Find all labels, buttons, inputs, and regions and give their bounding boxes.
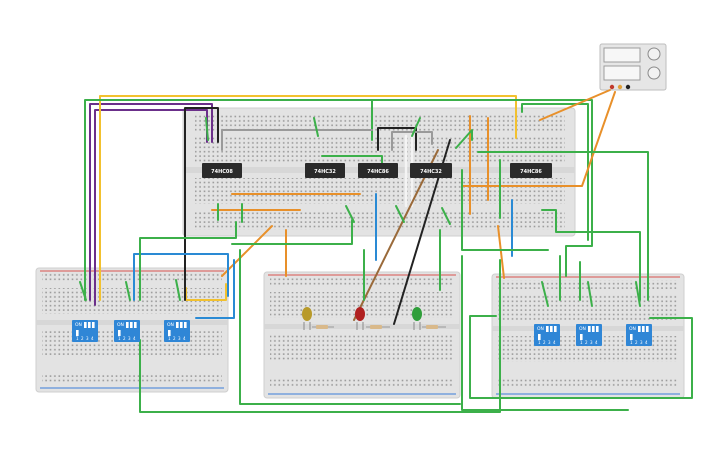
- wire-green: [521, 103, 589, 241]
- dip-switch-5[interactable]: ON 1 2 3 4: [576, 324, 602, 346]
- dip-number: 2: [585, 340, 588, 345]
- power-terminal-positive[interactable]: [609, 84, 615, 90]
- dip-number: 3: [548, 340, 551, 345]
- led-red[interactable]: [355, 307, 365, 330]
- dip-switch-2[interactable]: ON 1 2 3 4: [114, 320, 140, 342]
- wire-orange: [497, 225, 505, 279]
- dip-switch-6[interactable]: ON 1 2 3 4: [626, 324, 652, 346]
- dip-number: 3: [128, 336, 131, 341]
- wire-green: [395, 205, 405, 223]
- wire-green: [441, 207, 451, 225]
- chip-label: 74HC32: [314, 169, 336, 175]
- dip-number: 1: [630, 340, 633, 345]
- chip-3[interactable]: 74HC86: [358, 163, 398, 178]
- dip-number: 2: [543, 340, 546, 345]
- wire-yellow: [99, 95, 517, 301]
- wire-green: [345, 205, 355, 223]
- dip-number: 1: [118, 336, 121, 341]
- dip-number: 4: [595, 340, 598, 345]
- wire-green: [139, 259, 501, 413]
- wire-green: [139, 221, 237, 301]
- dip-number: 1: [168, 336, 171, 341]
- resistor: [312, 325, 334, 329]
- dip-on-label: ON: [537, 326, 544, 332]
- power-terminal-mid[interactable]: [617, 84, 623, 90]
- wire-gray: [221, 129, 373, 151]
- wire-green: [84, 99, 373, 301]
- dip-switch-3[interactable]: ON 1 2 3 4: [164, 320, 190, 342]
- wire-blue: [195, 259, 235, 319]
- wire-brown: [353, 149, 439, 321]
- wire-green: [455, 129, 473, 149]
- dip-number: 2: [635, 340, 638, 345]
- wire-green: [461, 255, 629, 411]
- led-green[interactable]: [412, 307, 422, 330]
- wire-green: [541, 209, 641, 301]
- dip-number: 3: [86, 336, 89, 341]
- wire-green: [239, 249, 461, 405]
- dip-number: 1: [580, 340, 583, 345]
- dip-on-label: ON: [75, 322, 82, 328]
- power-supply: [599, 43, 667, 91]
- dip-number: 2: [123, 336, 126, 341]
- dip-on-label: ON: [167, 322, 174, 328]
- power-terminal-ground[interactable]: [625, 84, 631, 90]
- dip-number: 2: [173, 336, 176, 341]
- dip-on-label: ON: [579, 326, 586, 332]
- dip-on-label: ON: [629, 326, 636, 332]
- wire-green: [371, 99, 593, 277]
- wire-green: [205, 117, 209, 141]
- dip-switch-1[interactable]: ON 1 2 3 4: [72, 320, 98, 342]
- dip-number: 3: [590, 340, 593, 345]
- chip-4[interactable]: 74HC32: [410, 163, 452, 178]
- wire-orange: [461, 91, 616, 187]
- dip-number: 1: [76, 336, 79, 341]
- wire-gray: [391, 131, 433, 151]
- wire-blue: [133, 253, 229, 301]
- wire-green: [175, 279, 181, 301]
- resistor: [366, 325, 390, 329]
- wire-green: [541, 281, 549, 307]
- dip-number: 4: [553, 340, 556, 345]
- wire-purple: [89, 103, 213, 301]
- wire-green: [125, 281, 131, 301]
- wire-green: [79, 281, 87, 301]
- wire-orange: [539, 89, 611, 121]
- wire-green: [411, 117, 421, 137]
- dip-number: 2: [81, 336, 84, 341]
- chip-label: 74HC86: [367, 169, 389, 175]
- chip-5[interactable]: 74HC86: [510, 163, 552, 178]
- led-yellow[interactable]: [302, 307, 312, 330]
- chip-label: 74HC08: [211, 169, 233, 175]
- middle-breadboard: [263, 271, 461, 399]
- dip-number: 4: [91, 336, 94, 341]
- wire-green: [231, 219, 353, 245]
- wire-orange: [221, 225, 273, 277]
- dip-number: 3: [640, 340, 643, 345]
- dip-number: 4: [183, 336, 186, 341]
- dip-number: 4: [133, 336, 136, 341]
- wire-green: [477, 151, 649, 301]
- dip-switch-4[interactable]: ON 1 2 3 4: [534, 324, 560, 346]
- dip-number: 1: [538, 340, 541, 345]
- chip-1[interactable]: 74HC08: [202, 163, 242, 178]
- wire-green: [587, 281, 593, 307]
- chip-2[interactable]: 74HC32: [305, 163, 345, 178]
- dip-number: 3: [178, 336, 181, 341]
- wire-green: [461, 169, 549, 251]
- wire-green: [635, 281, 641, 307]
- chip-label: 74HC86: [520, 169, 542, 175]
- wire-black: [184, 107, 219, 301]
- chip-label: 74HC32: [420, 169, 442, 175]
- resistor: [422, 325, 446, 329]
- wire-green: [313, 117, 319, 137]
- wire-black: [377, 127, 417, 151]
- dip-on-label: ON: [117, 322, 124, 328]
- wire-green: [469, 315, 693, 399]
- dip-number: 4: [645, 340, 648, 345]
